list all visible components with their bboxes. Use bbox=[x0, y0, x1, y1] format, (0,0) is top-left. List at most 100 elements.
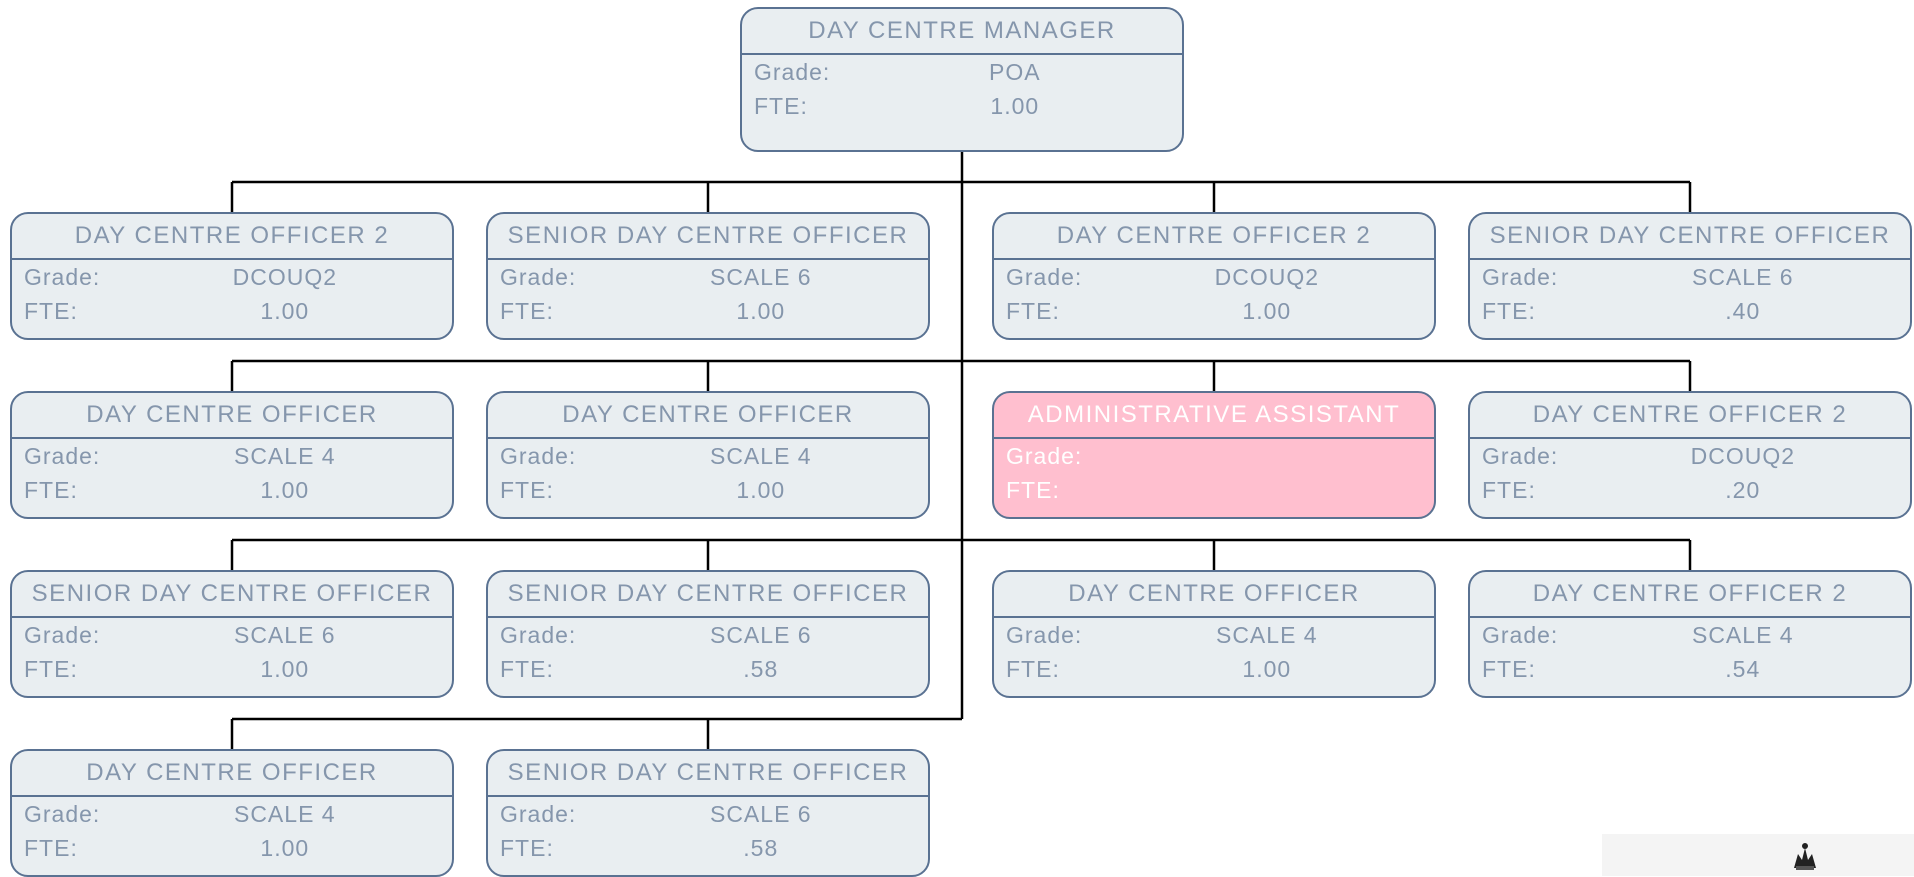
grade-row: Grade: DCOUQ2 bbox=[1470, 439, 1910, 473]
fte-row: FTE: .58 bbox=[488, 652, 928, 686]
grade-label: Grade: bbox=[1482, 264, 1559, 290]
fte-value: 1.00 bbox=[260, 477, 310, 503]
fte-label: FTE: bbox=[24, 298, 78, 324]
fte-row: FTE:1.00 bbox=[488, 473, 928, 507]
grade-value: SCALE 4 bbox=[1215, 622, 1318, 648]
position-box: DAY CENTRE OFFICER Grade: SCALE 4 FTE: 1.00 bbox=[992, 570, 1436, 698]
fte-row: FTE: bbox=[994, 473, 1434, 507]
grade-label: Grade: bbox=[1006, 622, 1083, 648]
fte-row: FTE: 1.00 bbox=[12, 831, 452, 865]
fte-row: FTE: 1.00 bbox=[742, 89, 1182, 123]
fte-row: FTE: 1.00 bbox=[488, 294, 928, 328]
position-title: DAY CENTRE OFFICER 2 bbox=[1470, 393, 1910, 439]
grade-row: Grade: SCALE 4 bbox=[488, 439, 928, 473]
fte-label: FTE: bbox=[500, 835, 554, 861]
fte-row: FTE: 1.00 bbox=[994, 652, 1434, 686]
fte-value: .40 bbox=[1725, 298, 1761, 324]
position-title: DAY CENTRE OFFICER 2 bbox=[1470, 572, 1910, 618]
position-box: SENIOR DAY CENTRE OFFICER Grade: SCALE 6 FT… bbox=[1468, 212, 1912, 340]
fte-row: FTE: 1.00 bbox=[994, 294, 1434, 328]
position-title: DAY CENTRE OFFICER bbox=[12, 393, 452, 439]
fte-value: .58 bbox=[743, 835, 779, 861]
grade-value: SCALE 4 bbox=[709, 443, 812, 469]
position-title: DAY CENTRE OFFICER bbox=[488, 393, 928, 439]
fte-value: 1.00 bbox=[260, 835, 310, 861]
grade-value: SCALE 4 bbox=[1691, 622, 1794, 648]
fte-row: FTE: .40 bbox=[1470, 294, 1910, 328]
fte-label: FTE: bbox=[500, 656, 554, 682]
fte-row: FTE:.20 bbox=[1470, 473, 1910, 507]
position-title: ADMINISTRATIVE ASSISTANT bbox=[994, 393, 1434, 439]
grade-value: SCALE 6 bbox=[1691, 264, 1794, 290]
fte-value: 1.00 bbox=[736, 298, 786, 324]
position-title: DAY CENTRE OFFICER bbox=[994, 572, 1434, 618]
grade-row: Grade: SCALE 6 bbox=[488, 260, 928, 294]
grade-value: SCALE 6 bbox=[709, 622, 812, 648]
grade-value: SCALE 4 bbox=[233, 443, 336, 469]
grade-value: DCOUQ2 bbox=[1690, 443, 1795, 469]
logo-strip bbox=[1602, 834, 1914, 876]
fte-label: FTE: bbox=[1482, 656, 1536, 682]
fte-label: FTE: bbox=[1006, 477, 1060, 503]
grade-row: Grade:DCOUQ2 bbox=[994, 260, 1434, 294]
position-title: SENIOR DAY CENTRE OFFICER bbox=[488, 214, 928, 260]
fte-value: 1.00 bbox=[1242, 298, 1292, 324]
fte-value: 1.00 bbox=[1242, 656, 1292, 682]
position-box: SENIOR DAY CENTRE OFFICER Grade: SCALE 6 FT… bbox=[486, 212, 930, 340]
position-box: DAY CENTRE OFFICER 2 Grade: SCALE 4 FTE: .54 bbox=[1468, 570, 1912, 698]
fte-label: FTE: bbox=[754, 93, 808, 119]
fte-row: FTE: .54 bbox=[1470, 652, 1910, 686]
fte-label: FTE: bbox=[24, 656, 78, 682]
fte-row: FTE:1.00 bbox=[12, 473, 452, 507]
grade-value: POA bbox=[989, 59, 1041, 85]
fte-label: FTE: bbox=[1482, 477, 1536, 503]
fte-value: .58 bbox=[743, 656, 779, 682]
fte-row: FTE: .58 bbox=[488, 831, 928, 865]
grade-value: SCALE 4 bbox=[233, 801, 336, 827]
grade-label: Grade: bbox=[500, 264, 577, 290]
fte-label: FTE: bbox=[500, 298, 554, 324]
fte-value: 1.00 bbox=[990, 93, 1040, 119]
position-title: SENIOR DAY CENTRE OFFICER bbox=[12, 572, 452, 618]
position-title: SENIOR DAY CENTRE OFFICER bbox=[1470, 214, 1910, 260]
fte-label: FTE: bbox=[1006, 656, 1060, 682]
grade-label: Grade: bbox=[24, 264, 101, 290]
grade-row: Grade:SCALE 4 bbox=[12, 797, 452, 831]
grade-row: Grade:SCALE 6 bbox=[12, 618, 452, 652]
grade-label: Grade: bbox=[500, 801, 577, 827]
position-title: DAY CENTRE OFFICER bbox=[12, 751, 452, 797]
position-title: DAY CENTRE OFFICER 2 bbox=[12, 214, 452, 260]
grade-label: Grade: bbox=[500, 443, 577, 469]
fte-label: FTE: bbox=[1006, 298, 1060, 324]
grade-label: Grade: bbox=[1006, 264, 1083, 290]
grade-row: Grade:POA bbox=[742, 55, 1182, 89]
grade-label: Grade: bbox=[1006, 443, 1083, 469]
grade-row: Grade: bbox=[994, 439, 1434, 473]
position-title: DAY CENTRE MANAGER bbox=[742, 9, 1182, 55]
fte-value: 1.00 bbox=[260, 656, 310, 682]
position-title: SENIOR DAY CENTRE OFFICER bbox=[488, 572, 928, 618]
grade-value: SCALE 6 bbox=[709, 801, 812, 827]
position-box: DAY CENTRE OFFICER Grade: SCALE 4 FTE:1.00 bbox=[10, 391, 454, 519]
grade-value: DCOUQ2 bbox=[232, 264, 337, 290]
fte-value: 1.00 bbox=[260, 298, 310, 324]
grade-label: Grade: bbox=[1482, 443, 1559, 469]
fte-label: FTE: bbox=[1482, 298, 1536, 324]
fte-value: 1.00 bbox=[736, 477, 786, 503]
fte-row: FTE: 1.00 bbox=[12, 294, 452, 328]
grade-label: Grade: bbox=[24, 443, 101, 469]
fte-label: FTE: bbox=[24, 835, 78, 861]
grade-row: Grade:SCALE 6 bbox=[488, 618, 928, 652]
grade-label: Grade: bbox=[1482, 622, 1559, 648]
grade-row: Grade: SCALE 6 bbox=[1470, 260, 1910, 294]
grade-value: SCALE 6 bbox=[709, 264, 812, 290]
fte-value: .54 bbox=[1725, 656, 1761, 682]
fte-row: FTE: 1.00 bbox=[12, 652, 452, 686]
